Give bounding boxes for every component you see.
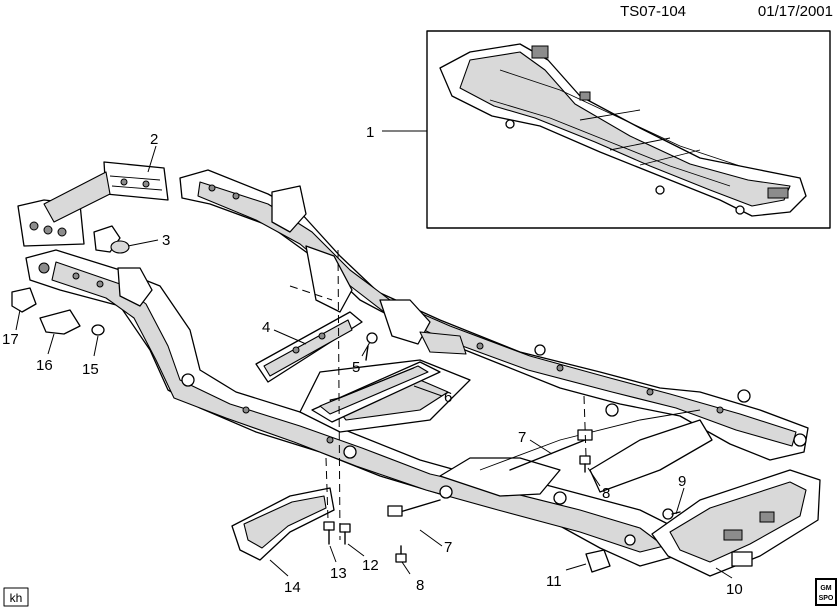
- logo-line-1: GM: [820, 585, 831, 592]
- skid-plate-14: [231, 487, 335, 561]
- callout-17: 17: [2, 331, 19, 348]
- callout-16: 16: [36, 357, 53, 374]
- callout-12: 12: [362, 557, 379, 574]
- callout-13: 13: [330, 565, 347, 582]
- callout-11: 11: [546, 573, 562, 590]
- callout-8-lower: 8: [416, 577, 424, 594]
- bracket-16: [39, 309, 81, 335]
- gm-spo-logo: GM SPO: [815, 578, 837, 606]
- callout-10: 10: [726, 581, 743, 598]
- doc-date: 01/17/2001: [758, 3, 833, 20]
- inset-frame-assembly: [426, 30, 831, 229]
- callout-4: 4: [262, 319, 270, 336]
- bolt-13: [323, 521, 335, 545]
- crossmember-6: [311, 361, 441, 423]
- bolt-8-upper: [579, 455, 591, 473]
- callout-5: 5: [352, 359, 360, 376]
- bolt-8-lower: [395, 545, 407, 563]
- bolt-9: [662, 508, 681, 520]
- block-11: [585, 549, 611, 573]
- bushing-15: [91, 324, 105, 336]
- callout-8-upper: 8: [602, 485, 610, 502]
- callout-3: 3: [162, 232, 170, 249]
- callout-1: 1: [366, 124, 374, 141]
- front-crossmember: [17, 161, 169, 247]
- bolt-5: [365, 332, 378, 361]
- callout-7-lower: 7: [444, 539, 452, 556]
- rear-crossmember-10: [651, 469, 821, 577]
- artist-tag-text: kh: [10, 591, 23, 605]
- bolt-12: [339, 523, 351, 545]
- logo-line-2: SPO: [819, 595, 834, 602]
- doc-id: TS07-104: [620, 3, 686, 20]
- artist-tag: kh: [3, 587, 29, 607]
- callout-2: 2: [150, 131, 158, 148]
- reinforcement-4: [255, 311, 363, 383]
- callout-6: 6: [444, 389, 452, 406]
- callout-15: 15: [82, 361, 99, 378]
- callout-14: 14: [284, 579, 301, 596]
- bracket-3: [93, 225, 130, 254]
- callout-7-upper: 7: [518, 429, 526, 446]
- mount-17: [11, 287, 37, 313]
- callout-9: 9: [678, 473, 686, 490]
